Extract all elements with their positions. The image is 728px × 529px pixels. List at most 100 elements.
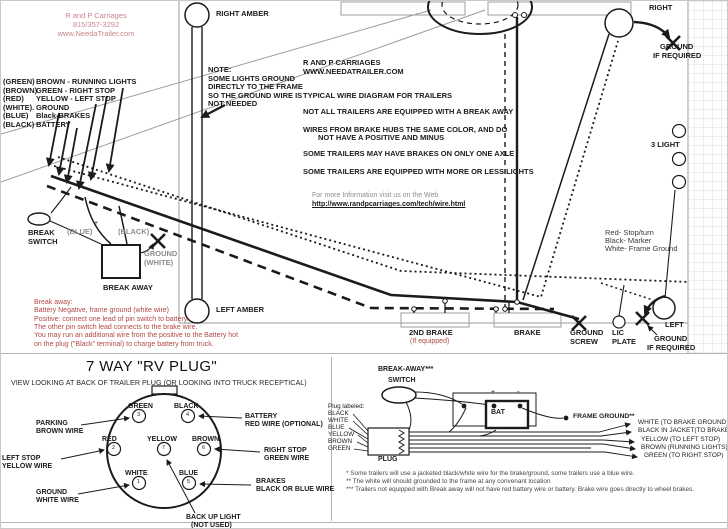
pin-color-label: GREEN xyxy=(128,403,153,410)
info-bullet: WIRES FROM BRAKE HUBS THE SAME COLOR, AN… xyxy=(303,125,508,134)
note-line: DIRECTLY TO THE FRAME xyxy=(208,82,303,91)
plug-wire-label: YELLOW xyxy=(328,431,355,438)
output-label: BROWN (RUNNING LIGHTS) xyxy=(641,444,728,451)
legend-plug-color: (BROWN) xyxy=(3,86,38,95)
company-phone: 815/357-3292 xyxy=(72,20,120,29)
plug-wire-label: GREEN xyxy=(328,445,351,452)
breakaway-note-line: You may run an additional wire from the … xyxy=(34,332,239,339)
legend-plug-color: (BLUE) xyxy=(3,111,29,120)
footnote: * Some trailers will use a jacketed blac… xyxy=(346,470,635,477)
output-label: GREEN (TO RIGHT STOP) xyxy=(644,452,724,459)
note-line: NOT NEEDED xyxy=(208,99,258,108)
plug-key-tab xyxy=(151,385,178,395)
bat-label: BAT xyxy=(491,409,505,416)
plug-wire-label: BROWN xyxy=(328,438,353,445)
junction-nodes xyxy=(411,298,520,312)
pin-color-label: BLUE xyxy=(179,470,199,477)
plug-wire-label: BLUE xyxy=(328,424,345,431)
pin-1 xyxy=(131,475,147,491)
output-label: WHITE (TO BRAKE GROUND) xyxy=(638,419,728,426)
info-bullet: SOME TRAILERS MAY HAVE BRAKES ON ONLY ON… xyxy=(303,149,515,158)
second-brake-box xyxy=(400,312,470,328)
legend-wire: GREEN - RIGHT STOP xyxy=(36,86,116,95)
legend-arrows xyxy=(45,87,124,190)
note-line: SO THE GROUND WIRE IS xyxy=(208,91,303,100)
bat-minus: - xyxy=(517,387,520,396)
bat-plus: + xyxy=(491,389,496,396)
battery-box xyxy=(101,244,141,279)
pin-number: 6 xyxy=(202,445,206,451)
tongue-rails xyxy=(1,9,486,183)
legend-row: (RED)YELLOW - LEFT STOP xyxy=(3,94,116,103)
callout-right-stop-2: GREEN WIRE xyxy=(264,455,310,462)
callout-right-stop-1: RIGHT STOP xyxy=(264,447,307,454)
ground-x-battery xyxy=(150,233,166,249)
label-black-wire: (BLACK) xyxy=(118,227,150,236)
legend-plug-color: (GREEN) xyxy=(3,77,35,86)
label-brake: BRAKE xyxy=(514,328,541,337)
lic-plate-light xyxy=(612,315,626,329)
label-left-amber: LEFT AMBER xyxy=(216,305,265,314)
pin-4 xyxy=(180,408,196,424)
label-break-away-box: BREAK AWAY xyxy=(103,283,153,292)
info-website: WWW.NEEDATRAILER.COM xyxy=(303,67,404,76)
legend-plug-color: (BLACK) xyxy=(3,120,35,129)
right-light xyxy=(604,8,634,38)
right-amber-light xyxy=(184,2,210,28)
pin-number: 1 xyxy=(137,479,141,485)
schematic-switch-label: SWITCH xyxy=(388,377,416,384)
pin-color-label: YELLOW xyxy=(147,436,177,443)
schematic-breakaway-label: BREAK-AWAY*** xyxy=(378,366,434,373)
callout-brakes-1: BRAKES xyxy=(256,478,286,485)
breakaway-assembly xyxy=(27,186,154,279)
label-right: RIGHT xyxy=(649,3,673,12)
breakaway-note-line: Battery Negative, frame ground (white wi… xyxy=(34,307,169,314)
callout-battery-1: BATTERY xyxy=(245,413,278,420)
pin-number: 4 xyxy=(186,412,190,418)
section-dividers xyxy=(1,353,727,523)
pin-2 xyxy=(106,441,122,457)
label-ground-screw-1: GROUND xyxy=(570,328,604,337)
label-ground-left-1: GROUND xyxy=(654,334,688,343)
website-link[interactable]: http://www.randpcarriages.com/tech/wire.… xyxy=(312,201,466,208)
pin-color-label: BROWN xyxy=(192,436,220,443)
note-title: NOTE: xyxy=(208,65,232,74)
marker-legend-3: White- Frame Ground xyxy=(605,244,678,253)
breakaway-note-line: Break away: xyxy=(34,299,73,306)
three-light-2 xyxy=(671,151,687,167)
left-amber-light xyxy=(184,298,210,324)
legend-wire: GROUND xyxy=(36,103,70,112)
legend-row: (BLUE)Black-BRAKES xyxy=(3,111,90,120)
legend-row: (WHITE).GROUND xyxy=(3,103,69,112)
company-name: R and P Carriages xyxy=(65,11,127,20)
wire-bundle xyxy=(46,17,690,321)
label-lic-1: LIC xyxy=(612,328,625,337)
label-if-equipped: (If equipped) xyxy=(410,338,450,345)
callout-ground-2: WHITE WIRE xyxy=(36,497,79,504)
legend-wire: YELLOW - LEFT STOP xyxy=(36,94,116,103)
plug-callout-arrows xyxy=(60,413,261,514)
plug-wire-label: BLACK xyxy=(328,410,349,417)
output-label: BLACK IN JACKET(TO BRAKE) xyxy=(638,427,728,434)
callout-ground-1: GROUND xyxy=(36,489,68,496)
info-bullet: NOT HAVE A POSITIVE AND MINUS xyxy=(318,133,445,142)
marker-legend-1: Red- Stop/turn xyxy=(605,228,654,237)
label-ground-white-1: GROUND xyxy=(144,249,178,258)
frame-lines xyxy=(1,1,727,353)
ground-arrows xyxy=(633,20,671,336)
label-three-light: 3 LIGHT xyxy=(651,140,680,149)
label-right-amber: RIGHT AMBER xyxy=(216,9,269,18)
breakaway-schematic xyxy=(348,386,638,460)
web-note: For more Information visit us on the Web xyxy=(312,192,439,199)
pin-color-label: WHITE xyxy=(125,470,148,477)
frame-ground-label: FRAME GROUND** xyxy=(573,413,635,420)
plug-box xyxy=(367,427,410,456)
info-company: R AND P CARRIAGES xyxy=(303,58,381,67)
break-switch-oval xyxy=(27,212,51,226)
label-second-brake: 2ND BRAKE xyxy=(409,328,453,337)
pin-number: 7 xyxy=(162,445,166,451)
legend-row: (BROWN)GREEN - RIGHT STOP xyxy=(3,86,115,95)
plug-face xyxy=(106,385,222,509)
